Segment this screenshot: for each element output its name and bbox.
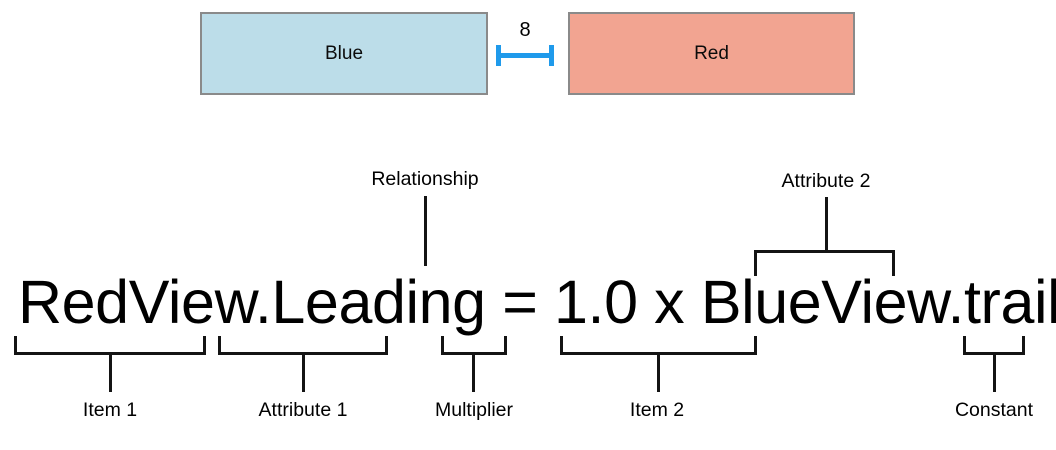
bracket-rail xyxy=(963,352,1025,355)
bracket-tick-right xyxy=(385,336,388,355)
annotation-stem-item2 xyxy=(657,354,660,392)
bracket-tick-left xyxy=(560,336,563,355)
annotation-bracket-constant xyxy=(963,336,1025,355)
annotation-stem-attribute2 xyxy=(825,197,828,251)
annotation-stem-constant xyxy=(993,354,996,392)
bracket-rail xyxy=(441,352,507,355)
bracket-tick-left xyxy=(963,336,966,355)
bracket-rail xyxy=(14,352,206,355)
annotation-label-attribute2: Attribute 2 xyxy=(781,170,871,192)
dimension-line-icon xyxy=(498,53,552,58)
bracket-tick-right xyxy=(504,336,507,355)
annotation-bracket-attribute2 xyxy=(754,250,895,276)
blue-view-label: Blue xyxy=(324,43,364,64)
bracket-tick-right xyxy=(1022,336,1025,355)
bracket-tick-right xyxy=(754,336,757,355)
bracket-tick-right xyxy=(203,336,206,355)
red-view-label: Red xyxy=(694,43,729,64)
annotation-label-multiplier: Multiplier xyxy=(434,399,514,421)
annotation-stem-attribute1 xyxy=(302,354,305,392)
blue-view-box: Blue xyxy=(200,12,488,95)
annotation-bracket-item1 xyxy=(14,336,206,355)
annotation-label-item1: Item 1 xyxy=(82,399,138,421)
bracket-rail xyxy=(218,352,388,355)
annotation-bracket-multiplier xyxy=(441,336,507,355)
red-view-box: Red xyxy=(568,12,855,95)
bracket-rail xyxy=(754,250,895,253)
annotation-stem-relationship xyxy=(424,196,427,266)
annotation-stem-item1 xyxy=(109,354,112,392)
spacing-dimension-marker: 8 xyxy=(496,19,554,66)
constraint-equation-text: RedView.Leading = 1.0 x BlueView.trailin… xyxy=(18,268,1056,336)
bracket-tick-left xyxy=(14,336,17,355)
annotation-label-attribute1: Attribute 1 xyxy=(258,399,348,421)
bracket-tick-right xyxy=(892,250,895,276)
annotation-bracket-item2 xyxy=(560,336,757,355)
spacing-value-label: 8 xyxy=(519,19,531,41)
bracket-tick-left xyxy=(218,336,221,355)
annotation-stem-multiplier xyxy=(472,354,475,392)
annotation-label-item2: Item 2 xyxy=(629,399,685,421)
annotation-label-relationship: Relationship xyxy=(371,168,479,190)
bracket-rail xyxy=(560,352,757,355)
annotation-label-constant: Constant xyxy=(954,399,1034,421)
dimension-cap-right-icon xyxy=(549,45,554,66)
bracket-tick-left xyxy=(754,250,757,276)
annotation-bracket-attribute1 xyxy=(218,336,388,355)
bracket-tick-left xyxy=(441,336,444,355)
